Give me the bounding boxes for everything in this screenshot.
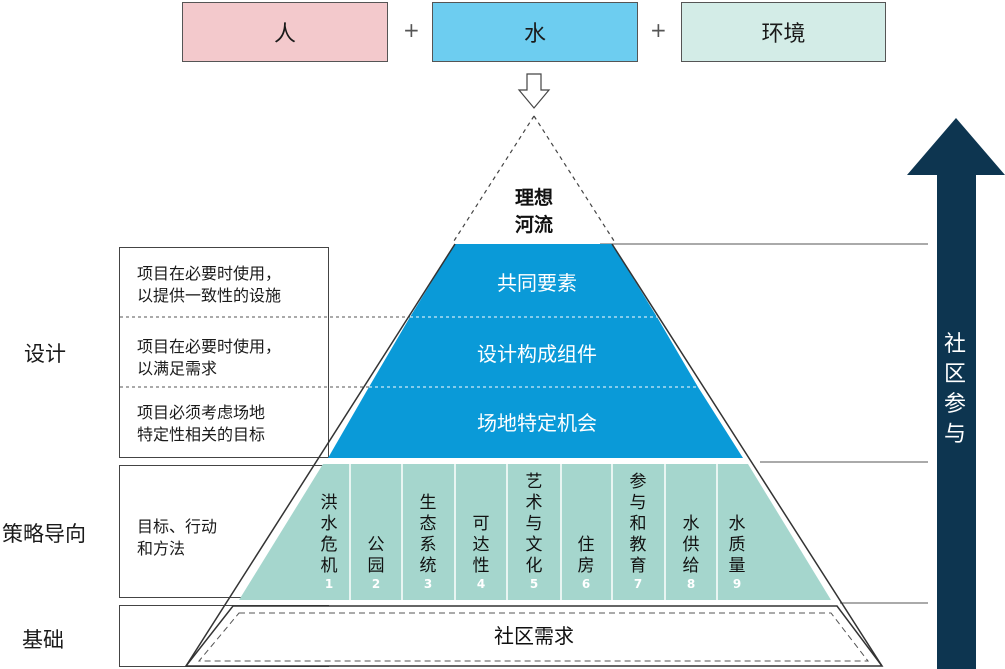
note-components-line-2: 以满足需求	[137, 359, 218, 378]
note-components-line-1: 项目在必要时使用，	[137, 337, 282, 356]
strategy-5-number: 5	[530, 577, 538, 591]
strategy-column-dividers	[349, 464, 718, 600]
strategy-4-number: 4	[477, 577, 485, 591]
strategy-7-char-2: 与	[630, 493, 647, 513]
strategy-6-char-1: 住	[578, 535, 595, 555]
community-participation-arrow	[907, 118, 1005, 669]
note-common-line-2: 以提供一致性的设施	[137, 286, 282, 305]
apex-edge-left	[451, 115, 535, 245]
strategy-9-char-2: 质	[729, 535, 746, 555]
strategy-5-char-1: 艺	[526, 472, 543, 492]
input-label-environment: 环境	[761, 22, 806, 47]
pyramid-edge-left	[185, 243, 456, 667]
strategy-9-char-3: 量	[729, 556, 746, 576]
strategy-3-char-1: 生	[420, 493, 437, 513]
layer-label-foundation: 社区需求	[494, 624, 574, 648]
note-common: 项目在必要时使用， 以提供一致性的设施	[137, 263, 281, 307]
note-site: 项目必须考虑场地 特定性相关的目标	[137, 402, 265, 446]
strategy-band	[239, 464, 831, 600]
strategy-8-char-1: 水	[683, 514, 700, 534]
strategy-7-char-4: 教	[630, 535, 647, 555]
strategy-5-char-4: 文	[526, 535, 543, 555]
strategy-7-char-5: 育	[630, 556, 647, 576]
plus-sign-2: +	[650, 18, 667, 42]
layer-label-site: 场地特定机会	[477, 411, 597, 435]
input-box-water: 水	[432, 2, 638, 62]
down-arrow-icon	[517, 73, 551, 109]
foundation-inner-dashed	[197, 612, 870, 662]
strategy-7-number: 7	[634, 577, 642, 591]
input-box-environment: 环境	[681, 2, 886, 62]
strategy-9-char-1: 水	[729, 514, 746, 534]
left-label-foundation: 基础	[22, 628, 64, 652]
note-site-line-2: 特定性相关的目标	[137, 425, 266, 444]
apex-edge-right	[533, 115, 617, 245]
layer-label-common: 共同要素	[497, 271, 577, 295]
note-strategy-line-2: 和方法	[137, 539, 186, 558]
strategy-6-number: 6	[582, 577, 590, 591]
arrow-char-3: 参	[943, 392, 966, 417]
strategy-1-char-1: 洪	[321, 493, 338, 513]
strategy-3-char-2: 态	[420, 514, 437, 534]
strategy-2-char-2: 园	[368, 556, 385, 576]
layer-site-opportunities	[328, 387, 743, 458]
left-label-design: 设计	[24, 342, 66, 366]
strategy-6-char-2: 房	[578, 556, 595, 576]
strategy-1-char-4: 机	[321, 556, 338, 576]
strategy-5-char-2: 术	[526, 493, 543, 513]
input-label-water: 水	[523, 22, 546, 47]
strategy-8-char-3: 给	[683, 556, 700, 576]
strategy-4-char-3: 性	[473, 556, 490, 576]
strategy-3-char-4: 统	[420, 556, 437, 576]
strategy-8-char-2: 供	[683, 535, 700, 555]
design-notes-box	[119, 247, 329, 458]
note-strategy: 目标、行动 和方法	[137, 516, 217, 560]
strategy-8-number: 8	[687, 577, 695, 591]
layer-common-elements	[410, 244, 657, 317]
layer-label-components: 设计构成组件	[477, 342, 597, 366]
apex-line-1: 理想	[515, 186, 553, 209]
strategy-7-char-1: 参	[630, 472, 647, 492]
strategy-9-number: 9	[733, 577, 741, 591]
strategy-3-char-3: 系	[420, 535, 437, 555]
strategy-7-char-3: 和	[630, 514, 647, 534]
note-strategy-line-1: 目标、行动	[137, 517, 218, 536]
plus-sign-1: +	[403, 18, 420, 42]
note-common-line-1: 项目在必要时使用，	[137, 264, 282, 283]
left-label-strategy: 策略导向	[2, 522, 86, 546]
strategy-1-char-2: 水	[321, 514, 338, 534]
strategy-3-number: 3	[424, 577, 432, 591]
note-site-line-1: 项目必须考虑场地	[137, 403, 266, 422]
pyramid-edge-right	[611, 243, 883, 667]
community-participation-label: 社 区 参 与	[940, 330, 970, 450]
input-label-person: 人	[273, 22, 296, 47]
arrow-char-4: 与	[943, 422, 966, 447]
layer-design-components	[369, 317, 698, 387]
input-box-person: 人	[182, 2, 388, 62]
strategy-1-char-3: 危	[321, 535, 338, 555]
strategy-4-char-2: 达	[473, 535, 490, 555]
strategy-4-char-1: 可	[473, 514, 490, 534]
strategy-2-number: 2	[372, 577, 380, 591]
strategy-5-char-3: 与	[526, 514, 543, 534]
strategy-5-char-5: 化	[526, 556, 543, 576]
apex-line-2: 河流	[515, 213, 553, 236]
arrow-char-2: 区	[943, 362, 966, 387]
strategy-2-char-1: 公	[368, 535, 385, 555]
note-components: 项目在必要时使用， 以满足需求	[137, 336, 281, 380]
arrow-char-1: 社	[943, 332, 966, 357]
strategy-1-number: 1	[325, 577, 333, 591]
